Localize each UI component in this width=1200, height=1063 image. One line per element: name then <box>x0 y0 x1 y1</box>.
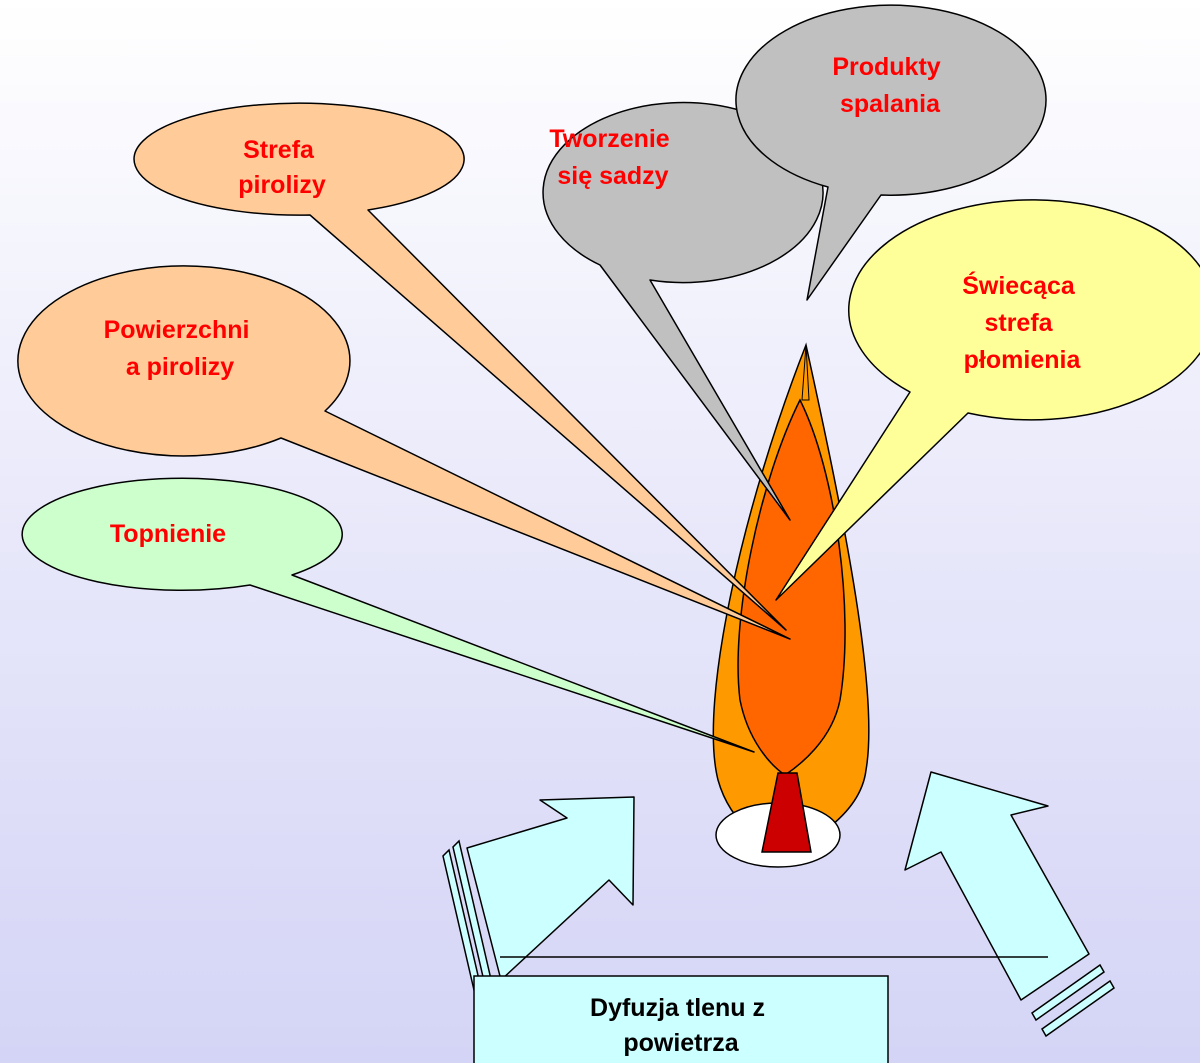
left-arrow-body <box>466 796 635 981</box>
callout-powierzchnia-line-2: a pirolizy <box>126 353 234 381</box>
svg-text:Tworzenie się sadzy: Tworzenie się sadzy <box>549 125 676 190</box>
svg-text:Świecąca strefa pł: Świecąca strefa płomienia <box>962 270 1082 374</box>
svg-text:Strefa pirolizy: Strefa pirolizy <box>238 136 326 199</box>
wick <box>761 772 812 853</box>
right-arrow-body <box>904 771 1090 1001</box>
up-arrow-icon <box>445 745 556 825</box>
callout-powierzchnia-line-1: Powierzchni <box>104 316 250 344</box>
callout-bubble <box>21 477 755 753</box>
callout-powierzchnia-pirolizy: Powierzchni a pirolizy <box>17 265 791 640</box>
right-air-arrow <box>904 771 1115 1038</box>
callout-produkty-line-2: spalania <box>840 90 941 118</box>
air-diffusion-box: Dyfuzja tlenu z powietrza <box>473 975 889 1063</box>
callout-swiecaca-line-1: Świecąca <box>962 270 1076 300</box>
callout-strefa-line-2: pirolizy <box>238 171 326 199</box>
callout-bubble <box>775 199 1200 601</box>
callout-bubble <box>133 102 787 631</box>
right-arrow-tail-stripe-2 <box>1041 979 1115 1038</box>
callout-swiecaca-line-3: płomienia <box>964 346 1082 374</box>
callout-bubble <box>17 265 791 640</box>
air-diffusion-line-2: powietrza <box>623 1029 739 1057</box>
callout-swiecaca-line-2: strefa <box>984 309 1053 337</box>
callout-topnienie-line-1: Topnienie <box>110 520 226 548</box>
flame-tip <box>801 344 810 401</box>
svg-text:Powierzchni a pirolizy: Powierzchni a pirolizy <box>104 316 257 381</box>
callout-bubble <box>735 4 1047 301</box>
callout-produkty-line-1: Produkty <box>832 53 940 81</box>
callout-tworzenie-line-1: Tworzenie <box>549 125 669 153</box>
svg-text:Dyfuzja tlenu z powietrz: Dyfuzja tlenu z powietrza <box>590 994 772 1057</box>
candle-wick-icon <box>715 772 841 868</box>
callout-strefa-pirolizy: Strefa pirolizy <box>133 102 787 631</box>
callout-produkty-spalania: Produkty spalania <box>735 4 1047 301</box>
callout-tworzenie-sadzy: Tworzenie się sadzy <box>542 101 824 521</box>
callout-tworzenie-line-2: się sadzy <box>557 162 668 190</box>
callout-topnienie: Topnienie <box>21 477 755 753</box>
air-diffusion-box-frame <box>473 975 889 1063</box>
callout-strefa-line-1: Strefa <box>243 136 315 164</box>
right-arrow-tail-stripe-1 <box>1031 963 1105 1022</box>
flame-icon <box>712 342 870 853</box>
callout-swiecaca-strefa: Świecąca strefa płomienia <box>775 199 1200 601</box>
left-air-arrow <box>442 745 635 1005</box>
air-diffusion-line-1: Dyfuzja tlenu z <box>590 994 765 1022</box>
svg-text:Produkty spalania: Produkty spalania <box>832 53 947 118</box>
svg-text:Topnienie: Topnienie <box>110 520 226 548</box>
callout-bubble <box>542 101 824 521</box>
